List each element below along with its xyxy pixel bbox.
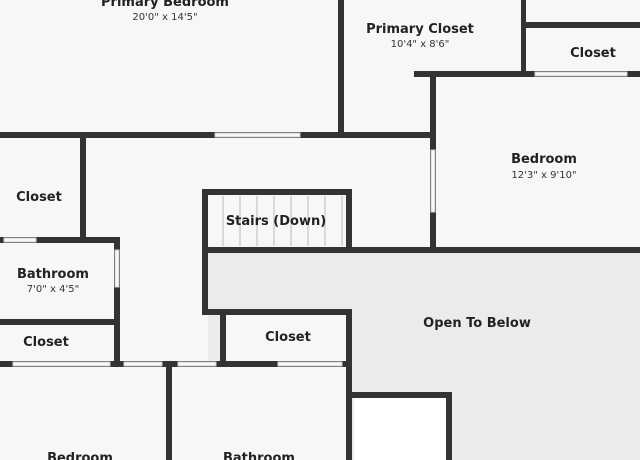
bedroom-right-dims: 12'3" x 9'10"	[511, 170, 576, 181]
closet-top-right-label: Closet	[570, 46, 616, 61]
bathroom-left-label: Bathroom	[17, 267, 89, 282]
white-block	[354, 398, 448, 460]
stairs-treads	[222, 196, 343, 246]
bedroom-right-label: Bedroom	[511, 152, 577, 167]
closet-left-label: Closet	[16, 190, 62, 205]
closet-lower-left-label: Closet	[23, 335, 69, 350]
primary-closet-label: Primary Closet	[366, 22, 474, 37]
open-to-below-label: Open To Below	[423, 316, 531, 331]
bathroom-left-dims: 7'0" x 4'5"	[27, 284, 79, 295]
bedroom-bottom-left-label: Bedroom	[47, 451, 113, 460]
bathroom-bottom-floor	[172, 366, 348, 460]
primary-bedroom-dims: 20'0" x 14'5"	[132, 12, 197, 23]
stairs-label: Stairs (Down)	[226, 214, 326, 229]
closet-center-floor	[226, 315, 348, 365]
closet-center-label: Closet	[265, 330, 311, 345]
primary-closet-dims: 10'4" x 8'6"	[391, 39, 450, 50]
primary-bedroom-label: Primary Bedroom	[101, 0, 229, 10]
bathroom-bottom-label: Bathroom	[223, 451, 295, 460]
windows	[3, 71, 628, 367]
